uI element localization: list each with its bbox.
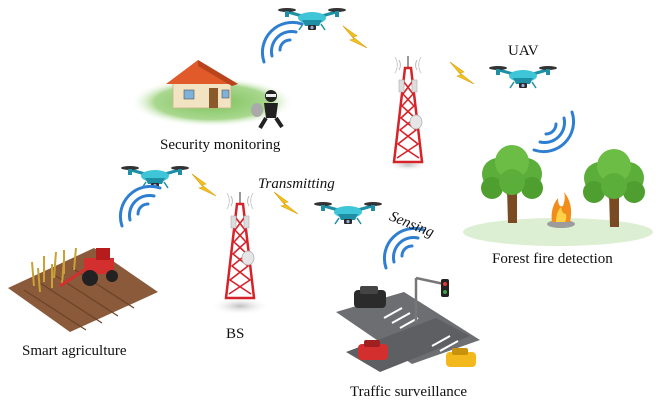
security-scene bbox=[130, 60, 294, 130]
tree-left-icon bbox=[479, 143, 545, 225]
thief-icon bbox=[251, 90, 284, 130]
car-icon bbox=[446, 348, 476, 367]
signal-waves-icon bbox=[532, 110, 576, 154]
lightning-icon bbox=[342, 25, 368, 49]
label-bs: BS bbox=[226, 326, 245, 342]
lightning-icon bbox=[273, 191, 299, 215]
tree-right-icon bbox=[581, 147, 647, 229]
house-icon bbox=[166, 60, 238, 109]
tower-icon bbox=[392, 54, 424, 164]
tower-icon bbox=[224, 190, 256, 300]
signal-waves-icon bbox=[118, 184, 162, 228]
tower-center bbox=[386, 54, 430, 171]
tower-bs bbox=[210, 190, 270, 315]
label-uav: UAV bbox=[508, 43, 539, 59]
traffic-light-icon bbox=[414, 276, 449, 322]
label-security-monitoring: Security monitoring bbox=[160, 137, 281, 153]
lightning-icon bbox=[191, 173, 217, 197]
traffic-scene bbox=[336, 276, 480, 372]
forest-scene bbox=[463, 143, 653, 246]
label-forest-fire-detection: Forest fire detection bbox=[492, 251, 613, 267]
car-icon bbox=[354, 286, 386, 308]
label-traffic-surveillance: Traffic surveillance bbox=[350, 384, 468, 400]
label-smart-agriculture: Smart agriculture bbox=[22, 343, 127, 359]
car-icon bbox=[358, 340, 388, 360]
field-icon bbox=[8, 248, 158, 332]
drone-icon bbox=[487, 64, 559, 90]
signal-waves-icon bbox=[260, 20, 304, 64]
drone-icon bbox=[276, 6, 348, 32]
agriculture-scene bbox=[8, 247, 158, 332]
label-transmitting: Transmitting bbox=[258, 176, 335, 192]
tractor-icon bbox=[59, 248, 118, 288]
drone-icon bbox=[119, 164, 191, 190]
drone-icon bbox=[312, 200, 384, 226]
lightning-icon bbox=[449, 61, 475, 85]
crops-icon bbox=[31, 247, 77, 293]
fire-icon bbox=[547, 192, 575, 228]
